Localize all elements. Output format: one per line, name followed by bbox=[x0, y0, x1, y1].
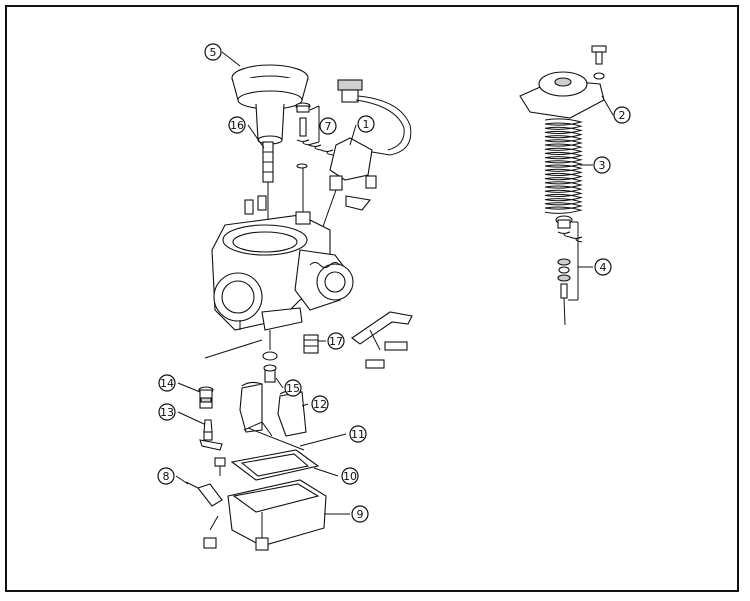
callout-2: 2 bbox=[613, 106, 631, 124]
callout-5: 5 bbox=[204, 43, 222, 61]
top-cover bbox=[519, 45, 607, 119]
callout-12: 12 bbox=[311, 395, 329, 413]
pilot-screw-set bbox=[295, 102, 334, 212]
vacuum-piston-diaphragm bbox=[231, 64, 309, 145]
callout-15: 15 bbox=[284, 379, 302, 397]
drain-screw bbox=[185, 481, 223, 507]
callout-11: 11 bbox=[349, 425, 367, 443]
float-bowl-gasket bbox=[230, 449, 320, 481]
callout-17: 17 bbox=[327, 332, 345, 350]
callout-16: 16 bbox=[228, 116, 246, 134]
svg-text:14: 14 bbox=[160, 377, 174, 390]
callout-3: 3 bbox=[593, 156, 611, 174]
svg-text:5: 5 bbox=[210, 46, 217, 59]
assembly-line bbox=[204, 339, 263, 359]
svg-text:10: 10 bbox=[343, 470, 357, 483]
callout-8: 8 bbox=[157, 467, 175, 485]
svg-text:4: 4 bbox=[600, 261, 607, 274]
diagram-frame bbox=[5, 5, 739, 592]
needle-jet-holder bbox=[198, 386, 214, 409]
piston-spring bbox=[544, 118, 583, 214]
float-bowl bbox=[227, 479, 327, 551]
callout-7: 7 bbox=[319, 117, 337, 135]
callout-13: 13 bbox=[158, 403, 176, 421]
svg-text:1: 1 bbox=[363, 118, 370, 131]
svg-text:8: 8 bbox=[163, 470, 170, 483]
carburetor-body bbox=[211, 195, 354, 331]
svg-text:3: 3 bbox=[599, 159, 606, 172]
svg-text:9: 9 bbox=[357, 508, 364, 521]
callout-10: 10 bbox=[341, 467, 359, 485]
callout-9: 9 bbox=[351, 505, 369, 523]
callout-1: 1 bbox=[357, 115, 375, 133]
main-jet bbox=[263, 364, 277, 383]
leader-lines bbox=[175, 51, 614, 515]
svg-text:11: 11 bbox=[351, 428, 365, 441]
callout-14: 14 bbox=[158, 374, 176, 392]
float-bowl-screw-small bbox=[214, 457, 226, 476]
svg-text:16: 16 bbox=[230, 119, 244, 132]
float-needle-valve bbox=[199, 419, 223, 451]
svg-text:13: 13 bbox=[160, 406, 174, 419]
svg-text:17: 17 bbox=[329, 335, 343, 348]
drain-plug bbox=[303, 334, 319, 354]
float-bowl-screw bbox=[203, 515, 219, 549]
svg-text:15: 15 bbox=[286, 382, 300, 395]
svg-text:12: 12 bbox=[313, 398, 327, 411]
callout-4: 4 bbox=[594, 258, 612, 276]
svg-text:2: 2 bbox=[619, 109, 626, 122]
svg-text:7: 7 bbox=[325, 120, 332, 133]
auto-choke bbox=[319, 79, 412, 236]
float-pin bbox=[247, 427, 305, 451]
throttle-bracket bbox=[351, 311, 413, 369]
needle-set bbox=[555, 215, 583, 326]
